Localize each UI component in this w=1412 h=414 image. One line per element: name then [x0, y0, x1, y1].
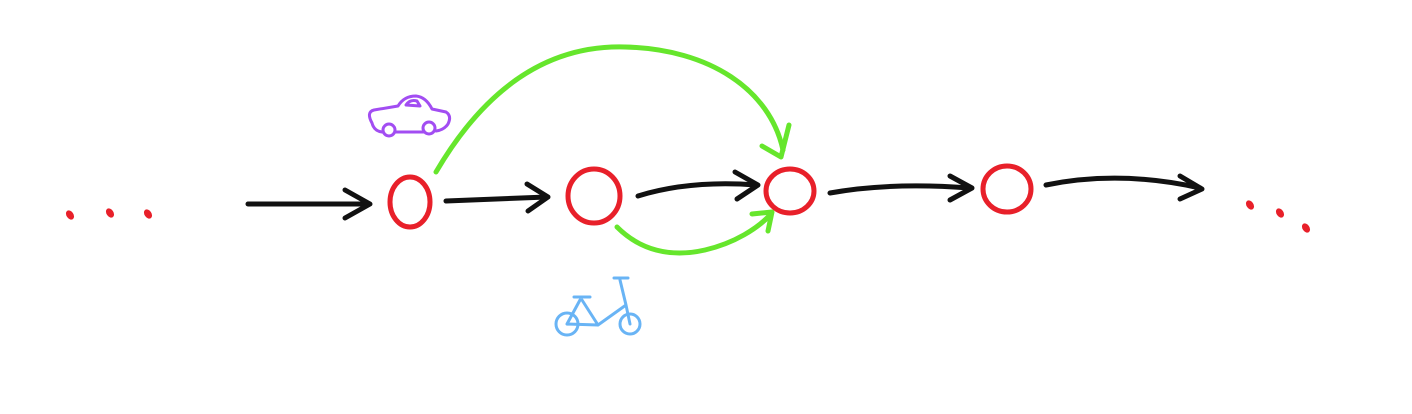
- ellipsis-dot: [1245, 200, 1255, 210]
- ellipsis-right: [1245, 200, 1311, 233]
- main-arrow: [1043, 173, 1205, 202]
- node-2: [565, 166, 623, 226]
- node-3: [763, 166, 817, 216]
- bicycle-icon: [554, 276, 642, 337]
- ellipsis-dot: [143, 209, 153, 219]
- main-arrow: [245, 187, 373, 221]
- main-arrow: [443, 181, 551, 214]
- node-1: [387, 174, 433, 230]
- ellipsis-dot: [105, 208, 115, 218]
- shortcut-arrow-lower: [614, 209, 775, 256]
- main-arrows: [245, 169, 1205, 221]
- ellipsis-dot: [1275, 208, 1285, 218]
- main-arrow: [827, 173, 975, 203]
- main-arrow: [635, 169, 761, 202]
- node-4: [980, 163, 1034, 215]
- ellipsis-dot: [65, 210, 75, 220]
- ellipsis-left: [65, 208, 153, 220]
- ellipsis-dot: [1301, 223, 1311, 233]
- nodes: [387, 163, 1034, 230]
- shortcut-arrows: [433, 44, 792, 256]
- car-icon: [367, 94, 452, 138]
- shortcut-arrow-upper: [433, 44, 792, 175]
